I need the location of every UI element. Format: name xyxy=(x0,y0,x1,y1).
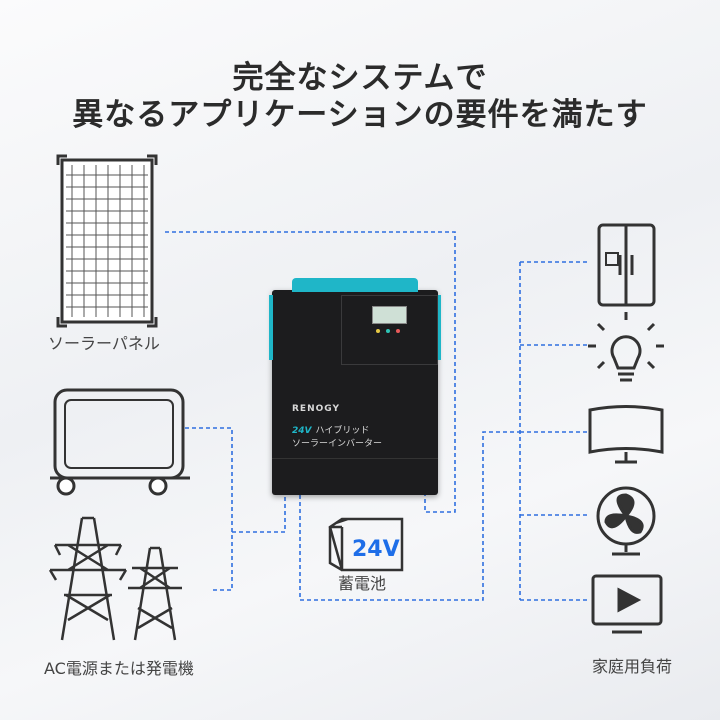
mounting-bracket xyxy=(292,278,418,292)
inverter-voltage: 24V xyxy=(292,426,312,436)
ac-source-label: AC電源または発電機 xyxy=(44,659,194,678)
battery-icon xyxy=(328,517,404,572)
solar-panel-icon xyxy=(56,154,158,328)
battery-voltage: 24V xyxy=(352,537,400,562)
title-line-1: 完全なシステムで xyxy=(232,60,488,96)
power-tower-icon xyxy=(48,516,182,641)
inverter-model-line-2: ソーラーインバーター xyxy=(292,439,383,449)
title-line-2: 異なるアプリケーションの要件を満たす xyxy=(72,97,648,133)
household-loads-label: 家庭用負荷 xyxy=(592,657,673,676)
control-panel xyxy=(341,295,438,365)
lcd-screen xyxy=(372,306,407,324)
inverter-brand: RENOGY xyxy=(292,404,340,414)
television-icon xyxy=(588,405,664,464)
fan-icon xyxy=(596,486,656,556)
light-bulb-icon xyxy=(588,312,664,382)
solar-panel-label: ソーラーパネル xyxy=(48,334,160,353)
generator-icon xyxy=(50,388,190,496)
refrigerator-icon xyxy=(597,223,656,307)
battery-label: 蓄電池 xyxy=(338,574,387,593)
monitor-play-icon xyxy=(591,574,663,634)
